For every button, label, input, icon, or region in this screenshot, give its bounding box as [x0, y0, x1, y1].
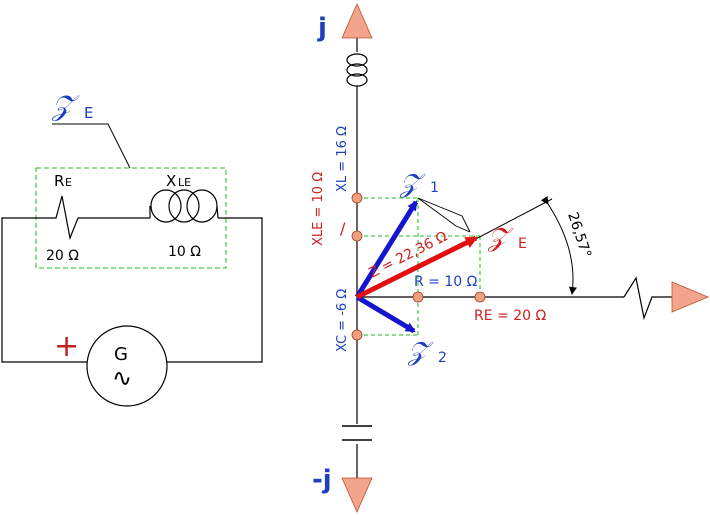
- xle-value: 10 Ω: [168, 244, 201, 260]
- re-value: 20 Ω: [46, 248, 79, 264]
- z1-leader: [417, 197, 471, 233]
- xc-label: XC = -6 Ω: [335, 289, 350, 352]
- ze-leader-line: [52, 123, 131, 169]
- angle-label: 26,57°: [564, 210, 594, 260]
- z2-label-sub: 2: [438, 350, 447, 366]
- capacitor-icon: [342, 425, 372, 441]
- node-r: [412, 291, 424, 303]
- construction-lines: [357, 197, 481, 336]
- j-top-label: j: [317, 13, 327, 43]
- z2-label-symbol: 𝒵: [407, 337, 434, 367]
- node-xl: [351, 192, 363, 204]
- xl-label: XL = 16 Ω: [335, 126, 350, 192]
- z1-vector: [354, 200, 419, 299]
- xle-label: X: [166, 172, 176, 190]
- j-axis-arrow-top: [341, 3, 373, 39]
- re-label-sub: E: [65, 176, 72, 189]
- j-bottom-label: -j: [312, 465, 332, 495]
- z2-vector: [355, 294, 416, 334]
- slash-mark: /: [340, 219, 346, 238]
- nodes: [351, 192, 486, 341]
- phasor-diagram: [341, 3, 710, 513]
- r-label: R = 10 Ω: [414, 274, 478, 290]
- plus-sign: +: [54, 329, 79, 364]
- generator-wave-icon: ∿: [112, 364, 132, 392]
- circuit-wire: [1, 217, 88, 363]
- real-axis-arrow: [671, 281, 710, 313]
- z1-label-sub: 1: [430, 180, 439, 196]
- angle-arc: [540, 195, 577, 295]
- resistor-zigzag-icon: [44, 195, 79, 241]
- ze-vector: [355, 235, 478, 300]
- node-xle: [351, 230, 363, 242]
- inductor-coil-icon: [149, 189, 219, 223]
- node-xc: [351, 329, 363, 341]
- node-re: [474, 291, 486, 303]
- generator-label: G: [114, 344, 128, 365]
- inductor-coil-icon: [346, 53, 368, 90]
- circuit-wire-right: [166, 217, 263, 363]
- resistor-zigzag-icon: [623, 276, 672, 321]
- re-label: R: [54, 172, 64, 190]
- ze-phasor-sub: E: [518, 236, 527, 252]
- angle-leader-z: [469, 198, 553, 243]
- left-circuit: [1, 123, 263, 407]
- xle-axis-label: XLE = 10 Ω: [311, 172, 326, 246]
- ze-label-sub: E: [84, 104, 93, 122]
- re-axis-label: RE = 20 Ω: [474, 308, 546, 324]
- ze-phasor-symbol: 𝒵: [487, 223, 514, 253]
- xle-label-sub: LE: [178, 176, 191, 189]
- j-axis-arrow-bottom: [341, 477, 373, 513]
- ze-label-symbol: 𝒵: [51, 89, 80, 122]
- ac-source-icon: [86, 325, 168, 407]
- z1-label-symbol: 𝒵: [399, 169, 426, 199]
